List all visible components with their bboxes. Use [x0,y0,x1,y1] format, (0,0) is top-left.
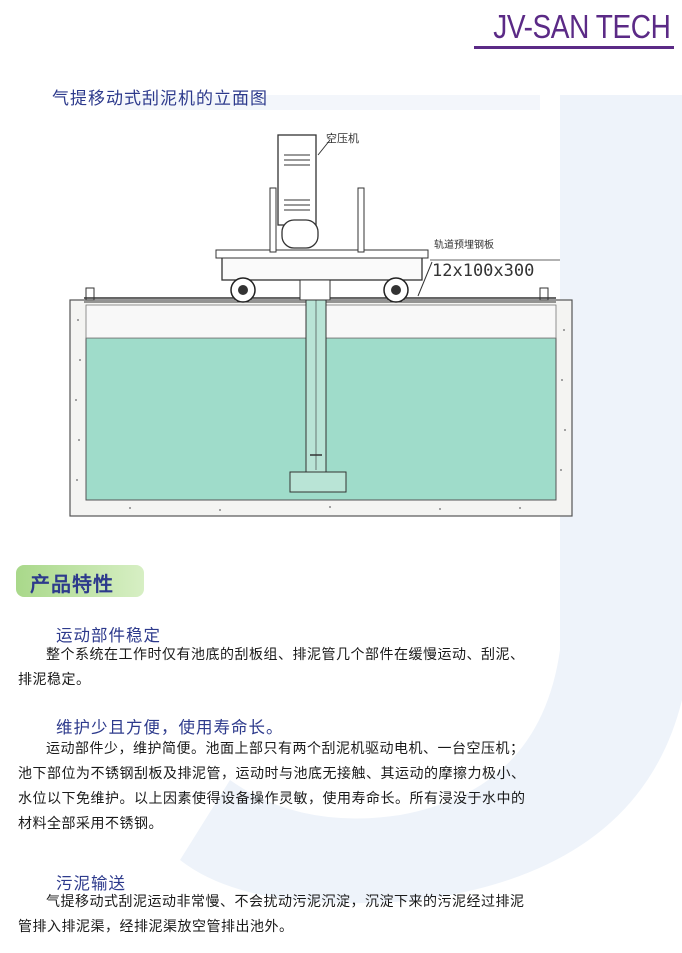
features-badge: 产品特性 [16,565,144,597]
sludge-pipe [299,279,331,301]
section-title-sludge: 污泥输送 [56,874,126,893]
rail-plate-label: 轨道预埋钢板 [434,238,494,251]
figure-title: 气提移动式刮泥机的立面图 [52,89,268,109]
section-title-maintenance: 维护少且方便，使用寿命长。 [56,718,284,737]
elevation-diagram: 空压机 轨道预埋钢板 12x100x300 [69,131,573,517]
logo-underline [474,46,674,49]
scraper-plate [289,471,347,493]
air-compressor [277,134,317,226]
section-body-sludge: 气提移动式刮泥运动非常慢、不会扰动污泥沉淀，沉淀下来的污泥经过排泥 管排入排泥渠… [18,894,525,935]
rail-dimension-label: 12x100x300 [432,261,534,281]
concrete-texture [75,319,566,511]
compressor-label: 空压机 [326,131,359,145]
features-badge-label: 产品特性 [30,572,114,596]
brand-logo: JV-SAN TECH [492,8,671,45]
section-body-stable: 整个系统在工作时仅有池底的刮板组、排泥管几个部件在缓慢运动、刮泥、 排泥稳定。 [18,647,525,688]
carriage-platform [221,255,423,281]
section-title-stable: 运动部件稳定 [56,626,161,645]
section-body-maintenance: 运动部件少，维护简便。池面上部只有两个刮泥机驱动电机、一台空压机； 池下部位为不… [18,741,526,832]
